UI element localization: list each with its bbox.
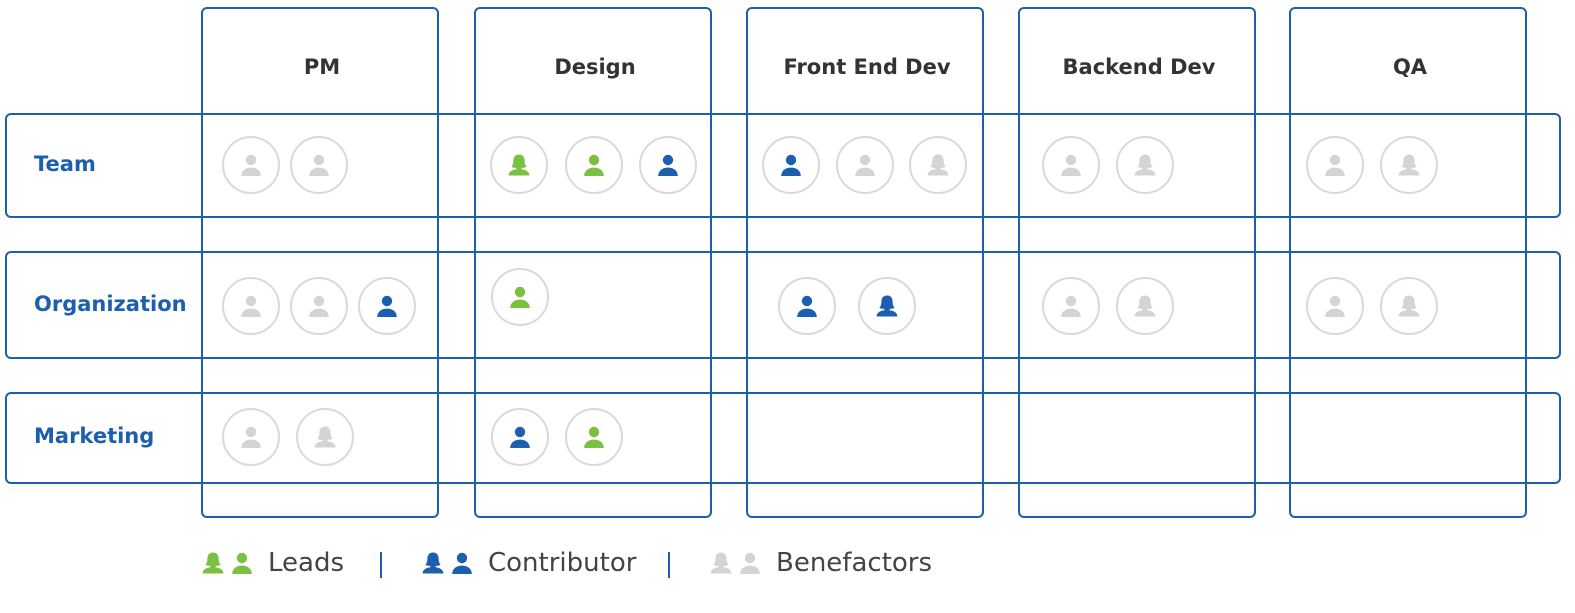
avatar xyxy=(565,408,623,466)
avatar xyxy=(290,136,348,194)
row-label-team: Team xyxy=(34,152,96,176)
benefactor-female-icon xyxy=(1396,152,1422,178)
avatar xyxy=(565,136,623,194)
benefactor-male-icon xyxy=(852,152,878,178)
legend-label-leads: Leads xyxy=(268,548,345,578)
legend-separator xyxy=(668,552,670,578)
avatar xyxy=(222,136,280,194)
avatar xyxy=(222,408,280,466)
avatar xyxy=(222,277,280,335)
avatar xyxy=(1042,277,1100,335)
column-label-backend: Backend Dev xyxy=(1062,55,1216,79)
avatar xyxy=(290,277,348,335)
column-frontend: Front End Dev xyxy=(746,7,984,518)
avatar xyxy=(490,136,548,194)
avatar xyxy=(1380,277,1438,335)
contributor-male-icon xyxy=(507,424,533,450)
legend-leads: Leads xyxy=(200,548,344,578)
benefactor-male-icon xyxy=(306,152,332,178)
lead-male-icon xyxy=(581,152,607,178)
column-label-frontend: Front End Dev xyxy=(783,55,951,79)
avatar xyxy=(1116,277,1174,335)
column-label-pm: PM xyxy=(303,55,341,79)
avatar xyxy=(909,136,967,194)
avatar xyxy=(858,277,916,335)
column-qa: QA xyxy=(1289,7,1527,518)
lead-male-icon xyxy=(507,284,533,310)
contributor-female-icon xyxy=(874,293,900,319)
avatar xyxy=(1306,277,1364,335)
column-label-design: Design xyxy=(554,55,636,79)
contributor-male-icon xyxy=(655,152,681,178)
avatar xyxy=(836,136,894,194)
legend-label-contributor: Contributor xyxy=(488,548,637,578)
benefactor-male-icon xyxy=(1058,152,1084,178)
contributor-male-icon xyxy=(794,293,820,319)
benefactor-male-icon xyxy=(238,152,264,178)
legend-separator xyxy=(380,552,382,578)
avatar xyxy=(762,136,820,194)
row-marketing xyxy=(5,392,1561,484)
benefactor-female-icon xyxy=(1132,293,1158,319)
legend-label-benefactors: Benefactors xyxy=(776,548,933,578)
benefactor-female-icon xyxy=(312,424,338,450)
column-backend: Backend Dev xyxy=(1018,7,1256,518)
avatar xyxy=(358,277,416,335)
benefactor-female-icon xyxy=(1132,152,1158,178)
lead-female-icon xyxy=(506,152,532,178)
legend-contributor: Contributor xyxy=(420,548,636,578)
avatar xyxy=(491,268,549,326)
column-design: Design xyxy=(474,7,712,518)
benefactor-female-icon xyxy=(1396,293,1422,319)
avatar xyxy=(1306,136,1364,194)
benefactor-male-icon xyxy=(1322,293,1348,319)
contributor-male-icon xyxy=(449,548,475,578)
benefactor-male-icon xyxy=(1058,293,1084,319)
row-organization xyxy=(5,251,1561,359)
avatar xyxy=(1116,136,1174,194)
contributor-male-icon xyxy=(374,293,400,319)
avatar xyxy=(491,408,549,466)
benefactor-male-icon xyxy=(1322,152,1348,178)
benefactor-male-icon xyxy=(306,293,332,319)
benefactor-female-icon xyxy=(708,548,734,578)
benefactor-male-icon xyxy=(238,293,264,319)
contributor-male-icon xyxy=(778,152,804,178)
avatar xyxy=(639,136,697,194)
row-label-marketing: Marketing xyxy=(34,424,155,448)
lead-male-icon xyxy=(581,424,607,450)
avatar xyxy=(778,277,836,335)
benefactor-male-icon xyxy=(238,424,264,450)
lead-male-icon xyxy=(229,548,255,578)
avatar xyxy=(1380,136,1438,194)
lead-female-icon xyxy=(200,548,226,578)
avatar xyxy=(296,408,354,466)
column-label-qa: QA xyxy=(1392,55,1428,79)
row-team xyxy=(5,113,1561,218)
legend-benefactors: Benefactors xyxy=(708,548,932,578)
row-label-organization: Organization xyxy=(34,292,187,316)
avatar xyxy=(1042,136,1100,194)
column-pm: PM xyxy=(201,7,439,518)
benefactor-female-icon xyxy=(925,152,951,178)
contributor-female-icon xyxy=(420,548,446,578)
benefactor-male-icon xyxy=(737,548,763,578)
